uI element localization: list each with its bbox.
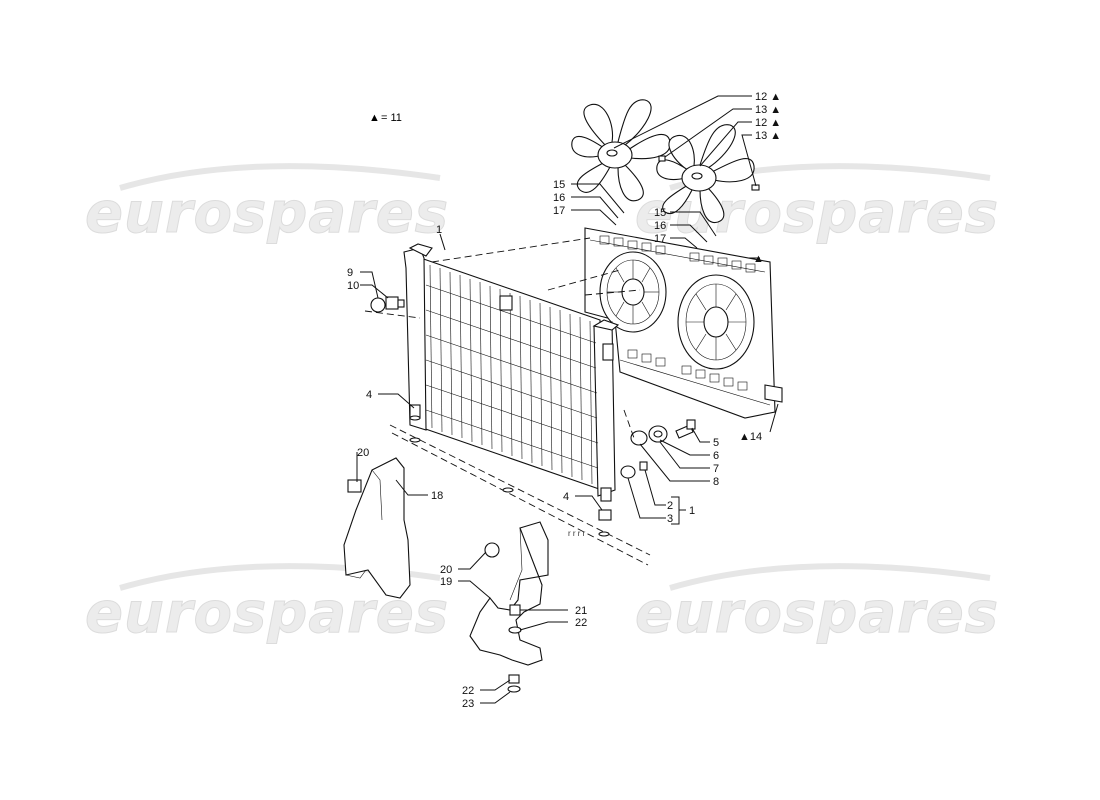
callout-19: 19 <box>440 576 452 588</box>
air-guide-left <box>343 457 411 599</box>
callout-3: 3 <box>667 513 673 525</box>
callout-12-bottom: 12 ▲ <box>755 117 781 129</box>
callout-5: 5 <box>713 437 719 449</box>
legend-marker: ▲ <box>369 112 380 124</box>
callout-8: 8 <box>713 476 719 488</box>
callout-22-lower: 22 <box>462 685 474 697</box>
callout-13-bottom: 13 ▲ <box>755 130 781 142</box>
callout-4-right: 4 <box>563 491 569 503</box>
callout-22-upper: 22 <box>575 617 587 629</box>
callout-9: 9 <box>347 267 353 279</box>
watermark-top-left: eurospares <box>85 181 449 246</box>
fan-blade-right <box>656 124 755 223</box>
radiator <box>370 243 620 521</box>
callout-1-right: 1 <box>689 505 695 517</box>
watermark-top-right: eurospares <box>635 181 999 246</box>
callout-21: 21 <box>575 605 587 617</box>
callout-2: 2 <box>667 500 673 512</box>
leader-lines <box>356 95 779 704</box>
lower-rail: r r r r <box>389 424 651 566</box>
callout-17-left: 17 <box>553 205 565 217</box>
callout-10: 10 <box>347 280 359 292</box>
callout-20-left: 20 <box>357 447 369 459</box>
callout-7: 7 <box>713 463 719 475</box>
callout-15-right: 15 <box>654 207 666 219</box>
callout-20-right: 20 <box>440 564 452 576</box>
mounting-hardware <box>620 419 696 479</box>
callout-4-left: 4 <box>366 389 372 401</box>
alignment-lines <box>364 237 641 439</box>
fan-blade-left <box>571 99 671 202</box>
air-guide-right <box>469 521 549 693</box>
callout-shroud-marker: ▲ <box>753 253 764 265</box>
watermark-group: eurospares eurospares eurospares eurospa… <box>85 163 999 647</box>
callout-13-top: 13 ▲ <box>755 104 781 116</box>
svg-text:r r r r: r r r r <box>568 529 586 538</box>
legend: ▲ = 11 <box>369 112 402 124</box>
watermark-bottom-right: eurospares <box>635 581 999 646</box>
fan-shroud <box>584 227 783 419</box>
legend-text: = 11 <box>381 112 402 124</box>
callout-1-top: 1 <box>436 224 442 236</box>
callout-12-top: 12 ▲ <box>755 91 781 103</box>
callout-6: 6 <box>713 450 719 462</box>
callout-16-right: 16 <box>654 220 666 232</box>
callout-16-left: 16 <box>553 192 565 204</box>
callout-14: ▲14 <box>739 431 762 443</box>
callout-18: 18 <box>431 490 443 502</box>
callouts: 12 ▲ 13 ▲ 12 ▲ 13 ▲ 15 16 17 15 16 17 1 … <box>347 91 781 710</box>
callout-23: 23 <box>462 698 474 710</box>
callout-15-left: 15 <box>553 179 565 191</box>
callout-17-right: 17 <box>654 233 666 245</box>
